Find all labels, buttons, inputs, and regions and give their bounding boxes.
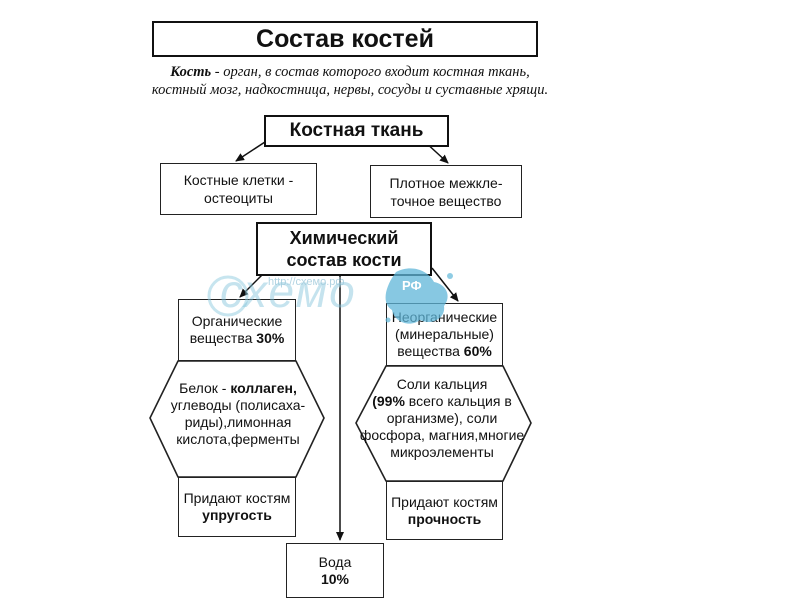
organic-label: Органические вещества	[189, 313, 283, 346]
gives-strength-bold: прочность	[407, 510, 482, 527]
inorganic-detail-text: Соли кальция(99% всего кальция в организ…	[358, 376, 526, 461]
watermark-url: http://схемо.рф	[268, 276, 345, 288]
arrow-tissue-to-cells	[235, 139, 269, 162]
bone-cells-node: Костные клетки - остеоциты	[160, 163, 317, 215]
definition-body: - орган, в состав которого входит костна…	[151, 64, 549, 98]
watermark-tld: РФ	[402, 278, 422, 293]
gives-elasticity-label: Придают костям	[183, 490, 291, 506]
watermark-splash-icon	[207, 268, 453, 324]
organic-detail-bold: коллаген,	[230, 380, 297, 396]
organic-detail-text: Белок - коллаген, углеводы (полисаха-рид…	[152, 380, 324, 448]
chemical-composition-node: Химический состав кости	[256, 222, 432, 276]
watermark-text: схемо	[220, 265, 357, 317]
bone-cells-label: Костные клетки - остеоциты	[183, 172, 294, 206]
watermark: схемо http://схемо.рф РФ	[206, 262, 466, 330]
organic-node: Органические вещества 30%	[178, 299, 296, 361]
bone-tissue-node: Костная ткань	[264, 115, 449, 147]
water-label: Вода	[318, 553, 352, 570]
arrow-chem-to-inorganic	[431, 267, 459, 302]
dense-matrix-label: Плотное межкле-точное вещество	[389, 174, 503, 209]
bone-tissue-label: Костная ткань	[289, 120, 424, 141]
organic-detail-prefix: Белок -	[179, 380, 231, 396]
water-percent: 10%	[320, 570, 350, 587]
organic-percent: 30%	[256, 330, 285, 346]
inorganic-detail-rest: всего кальция в организме), соли фосфора…	[359, 393, 525, 460]
organic-detail-rest: углеводы (полисаха-риды),лимонная кислот…	[170, 397, 306, 447]
gives-strength-label: Придают костям	[391, 493, 498, 510]
definition-term: Кость	[170, 64, 212, 80]
title-text: Состав костей	[256, 24, 434, 53]
arrow-chem-to-organic	[239, 274, 263, 298]
inorganic-detail-line1: Соли кальция	[396, 376, 488, 392]
inorganic-detail-hexagon	[355, 365, 532, 482]
inorganic-percent: 60%	[463, 343, 492, 359]
definition-text: Кость - орган, в состав которого входит …	[150, 63, 550, 99]
inorganic-detail-bold: (99%	[372, 393, 405, 409]
page-title: Состав костей	[152, 21, 538, 57]
dense-matrix-node: Плотное межкле-точное вещество	[370, 165, 522, 218]
gives-elasticity-bold: упругость	[202, 507, 272, 523]
organic-detail-hexagon	[149, 360, 325, 478]
chemical-composition-label: Химический состав кости	[286, 228, 402, 270]
